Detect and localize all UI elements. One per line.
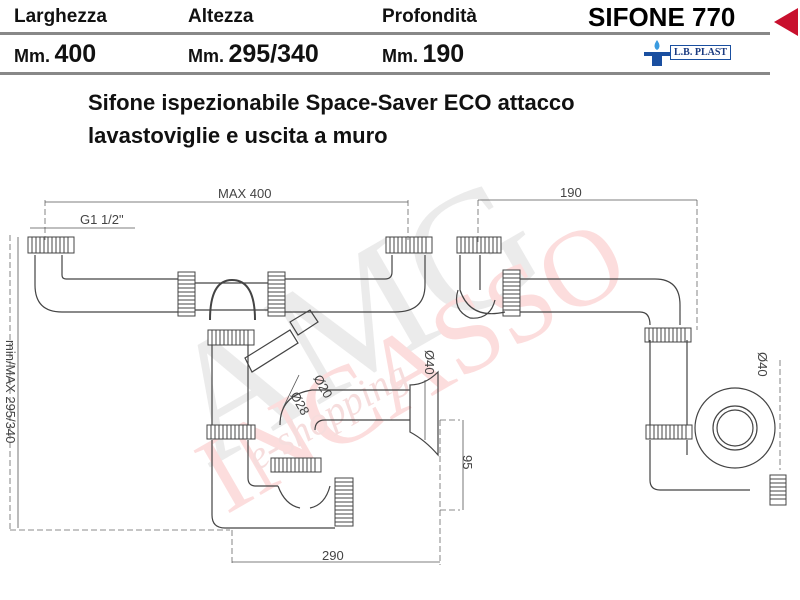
width-value: 400 xyxy=(54,40,97,68)
nav-arrow-icon[interactable] xyxy=(774,8,798,36)
nut xyxy=(385,236,433,254)
height-label: Altezza xyxy=(188,6,254,27)
height-value: 295/340 xyxy=(228,40,319,68)
nut xyxy=(644,327,692,343)
depth-label: Profondità xyxy=(382,6,477,27)
product-title: SIFONE 770 xyxy=(588,2,736,32)
dimension-lines xyxy=(9,200,781,565)
nut xyxy=(456,236,502,254)
width-label: Larghezza xyxy=(14,6,107,27)
side-view xyxy=(455,255,776,491)
drop-icon xyxy=(644,40,670,66)
nut xyxy=(502,269,521,317)
height-unit: Mm. xyxy=(188,46,224,66)
dim-side-diameter: Ø40 xyxy=(755,352,770,377)
depth-value: 190 xyxy=(422,40,465,68)
divider xyxy=(0,72,770,75)
dim-outlet-depth: 290 xyxy=(322,548,344,563)
description-line: Sifone ispezionabile Space-Saver ECO att… xyxy=(88,90,575,115)
nut xyxy=(207,329,255,346)
nut xyxy=(177,271,196,317)
dim-thread: G1 1/2" xyxy=(80,212,124,227)
product-description: Sifone ispezionabile Space-Saver ECO att… xyxy=(88,86,575,152)
nut xyxy=(27,236,75,254)
depth-unit: Mm. xyxy=(382,46,418,66)
nut xyxy=(645,424,693,440)
width-unit: Mm. xyxy=(14,46,50,66)
brand-logo: L.B. PLAST xyxy=(642,38,764,66)
divider xyxy=(0,32,770,35)
dimension-arrows xyxy=(17,199,697,563)
dim-side-depth: 190 xyxy=(560,185,582,200)
dim-outlet-height: 95 xyxy=(460,455,475,469)
dim-outlet-diameter: Ø40 xyxy=(422,350,437,375)
brand-name: L.B. PLAST xyxy=(670,45,732,60)
front-view xyxy=(34,255,439,529)
description-line: lavastoviglie e uscita a muro xyxy=(88,123,388,148)
pipe-nuts xyxy=(27,236,787,527)
dim-height-range: min/MAX 295/340 xyxy=(3,340,18,443)
dim-max-width: MAX 400 xyxy=(218,186,271,201)
nut xyxy=(267,271,286,317)
